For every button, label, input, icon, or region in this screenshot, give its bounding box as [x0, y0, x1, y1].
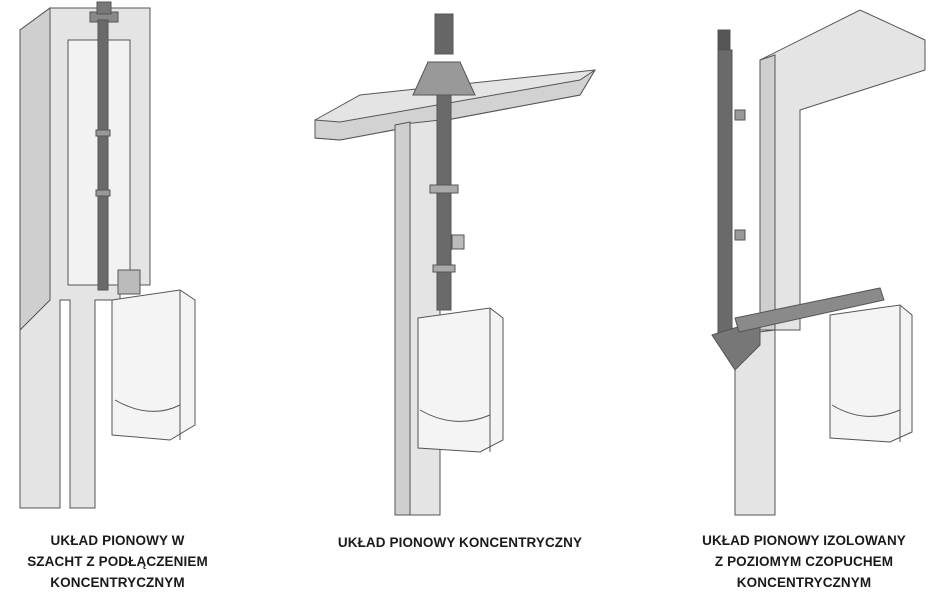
boiler-front-line: [831, 404, 901, 417]
figure-shaft-system: [19, 1, 196, 509]
wall-bracket: [734, 229, 746, 241]
wall-bracket: [734, 109, 746, 121]
inspection-tee: [451, 234, 465, 250]
flue-diagrams: [19, 1, 926, 516]
caption-line: UKŁAD PIONOWY W: [50, 533, 185, 548]
chimney-terminal: [434, 13, 454, 55]
vertical-flue-pipe: [436, 94, 452, 311]
lower-wall: [734, 329, 776, 516]
insulated-flue-pipe: [717, 49, 733, 341]
caption-insulated-vertical: UKŁAD PIONOWY IZOLOWANY Z POZIOMYM CZOPU…: [668, 530, 940, 593]
boiler-front-line: [114, 399, 181, 412]
caption-line: Z POZIOMYM CZOPUCHEM: [714, 554, 894, 569]
roof-flashing-cone: [412, 61, 476, 96]
chimney-terminal: [717, 29, 731, 51]
caption-line: KONCENTRYCZNYM: [50, 575, 185, 590]
boiler-front-line: [419, 409, 491, 422]
caption-line: SZACHT Z PODŁĄCZENIEM: [27, 554, 208, 569]
upper-wall-side: [759, 54, 776, 331]
caption-shaft-system: UKŁAD PIONOWY W SZACHT Z PODŁĄCZENIEM KO…: [0, 530, 235, 593]
shaft-wall-side: [19, 7, 51, 332]
caption-vertical-concentric: UKŁAD PIONOWY KONCENTRYCZNY: [300, 532, 620, 553]
figure-insulated-vertical: [711, 9, 926, 516]
caption-line: KONCENTRYCZNYM: [736, 575, 872, 590]
boiler: [111, 289, 196, 441]
wall-column-side: [394, 121, 411, 516]
pipe-clamp: [95, 129, 111, 137]
pipe-clamp: [429, 184, 459, 194]
pipe-clamp: [432, 264, 456, 273]
pipe-clamp: [95, 189, 111, 197]
figure-vertical-concentric: [314, 13, 596, 516]
chimney-terminal: [96, 1, 112, 15]
horizontal-flue-pipe: [734, 287, 885, 333]
vertical-flue-pipe: [97, 19, 109, 291]
upper-wall: [759, 9, 926, 331]
roof-slab-front: [314, 69, 596, 141]
caption-line: UKŁAD PIONOWY IZOLOWANY: [702, 533, 906, 548]
concentric-elbow: [117, 269, 141, 295]
caption-line: UKŁAD PIONOWY KONCENTRYCZNY: [337, 535, 583, 550]
